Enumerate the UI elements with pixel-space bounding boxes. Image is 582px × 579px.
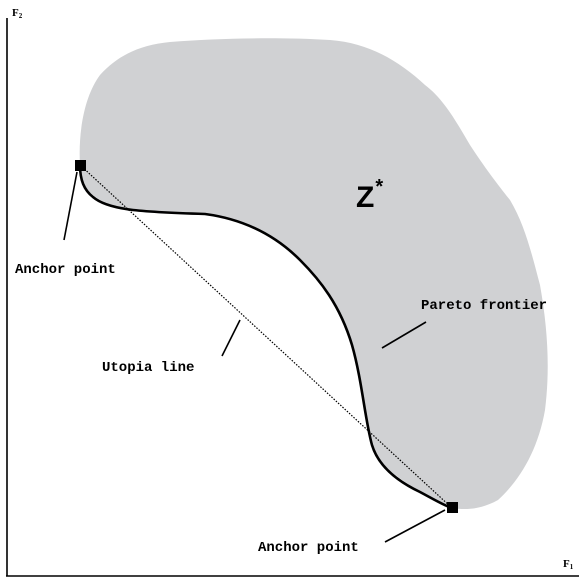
x-axis-label: F1 bbox=[563, 558, 574, 571]
y-axis-label: F2 bbox=[12, 7, 23, 20]
leader-pareto-frontier bbox=[381, 321, 427, 349]
anchor-point-marker-bottom bbox=[447, 502, 458, 513]
label-anchor-point-top: Anchor point bbox=[15, 262, 116, 278]
label-utopia-line: Utopia line bbox=[102, 360, 194, 376]
leader-anchor-bottom bbox=[384, 509, 446, 543]
label-anchor-point-bottom: Anchor point bbox=[258, 540, 359, 556]
leader-utopia-line bbox=[221, 319, 241, 357]
utopia-line bbox=[79, 164, 453, 509]
label-pareto-frontier: Pareto frontier bbox=[421, 298, 547, 314]
anchor-point-marker-top bbox=[75, 160, 86, 171]
feasible-set-label: Z* bbox=[356, 176, 383, 214]
leader-anchor-top bbox=[63, 171, 78, 241]
pareto-frontier-curve bbox=[78, 163, 454, 510]
